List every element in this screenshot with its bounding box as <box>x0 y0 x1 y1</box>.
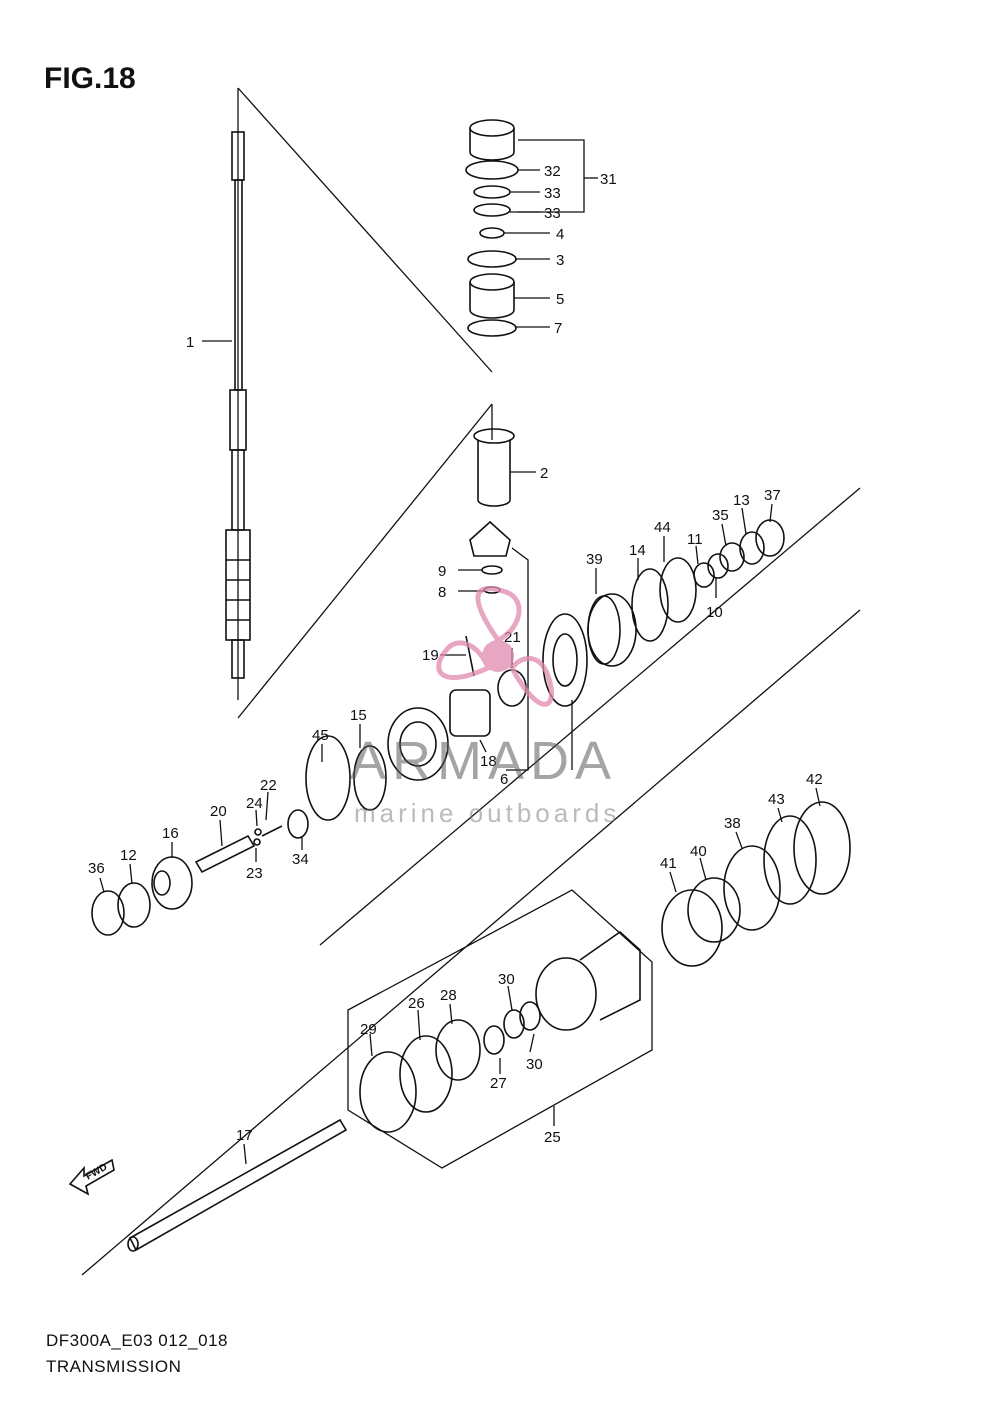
callout-19: 19 <box>422 647 439 664</box>
callout-7: 7 <box>554 320 562 337</box>
callout-36: 36 <box>88 860 105 877</box>
callout-45: 45 <box>312 727 329 744</box>
callout-12: 12 <box>120 847 137 864</box>
callout-2: 2 <box>540 465 548 482</box>
callout-15: 15 <box>350 707 367 724</box>
fwd-arrow-icon: FWD <box>68 1158 115 1196</box>
callout-22: 22 <box>260 777 277 794</box>
group-outlines <box>81 87 861 1276</box>
callout-37: 37 <box>764 487 781 504</box>
callout-32: 32 <box>544 163 561 180</box>
callout-9: 9 <box>438 563 446 580</box>
callout-8: 8 <box>438 584 446 601</box>
figure-code: DF300A_E03 012_018 <box>46 1331 228 1350</box>
callout-39: 39 <box>586 551 603 568</box>
callout-40: 40 <box>690 843 707 860</box>
callout-33-upper: 33 <box>544 185 561 202</box>
callout-3: 3 <box>556 252 564 269</box>
housing-rings <box>661 801 851 967</box>
callout-23: 23 <box>246 865 263 882</box>
pinion-bearing-stack <box>465 119 519 337</box>
callout-28: 28 <box>440 987 457 1004</box>
callout-16: 16 <box>162 825 179 842</box>
figure-name: TRANSMISSION <box>46 1357 182 1376</box>
callout-4: 4 <box>556 226 564 243</box>
callout-31: 31 <box>600 171 617 188</box>
callout-6: 6 <box>500 771 508 788</box>
callout-10: 10 <box>706 604 723 621</box>
watermark-brand: ARMADA <box>350 731 618 791</box>
callout-38: 38 <box>724 815 741 832</box>
shift-plunger-part <box>194 825 283 874</box>
callout-29: 29 <box>360 1021 377 1038</box>
figure-title: FIG.18 <box>44 62 136 95</box>
callout-41: 41 <box>660 855 677 872</box>
callout-30-lower: 30 <box>526 1056 543 1073</box>
sleeve-part <box>473 428 515 507</box>
propeller-shaft-housing <box>359 930 641 1133</box>
propeller-shaft-bearing <box>91 856 193 936</box>
callout-35: 35 <box>712 507 729 524</box>
callout-1: 1 <box>186 334 194 351</box>
callout-18: 18 <box>480 753 497 770</box>
callout-27: 27 <box>490 1075 507 1092</box>
callout-44: 44 <box>654 519 671 536</box>
reverse-gear-shims <box>287 735 387 839</box>
drive-shaft-part <box>225 131 251 679</box>
propeller-shaft-part <box>127 1118 348 1252</box>
forward-gear-shims <box>587 519 785 665</box>
callout-43: 43 <box>768 791 785 808</box>
callout-labels: 1 2 3 4 5 6 7 8 9 10 11 12 13 14 15 16 1… <box>88 163 823 1146</box>
callout-20: 20 <box>210 803 227 820</box>
reverse-gear-part <box>387 707 449 781</box>
callout-25: 25 <box>544 1129 561 1146</box>
callout-13: 13 <box>733 492 750 509</box>
callout-42: 42 <box>806 771 823 788</box>
callout-17: 17 <box>236 1127 253 1144</box>
callout-30-upper: 30 <box>498 971 515 988</box>
callout-14: 14 <box>629 542 646 559</box>
watermark-tagline: marine outboards <box>354 798 621 828</box>
callout-26: 26 <box>408 995 425 1012</box>
pinion-gear-part <box>469 520 511 594</box>
callout-24: 24 <box>246 795 263 812</box>
bearing-housing-group-outline <box>347 889 653 1169</box>
armada-logo-icon <box>436 586 555 707</box>
callout-11: 11 <box>687 531 703 548</box>
leader-lines <box>99 139 821 1165</box>
callout-34: 34 <box>292 851 309 868</box>
callout-5: 5 <box>556 291 564 308</box>
callout-33-lower: 33 <box>544 205 561 222</box>
